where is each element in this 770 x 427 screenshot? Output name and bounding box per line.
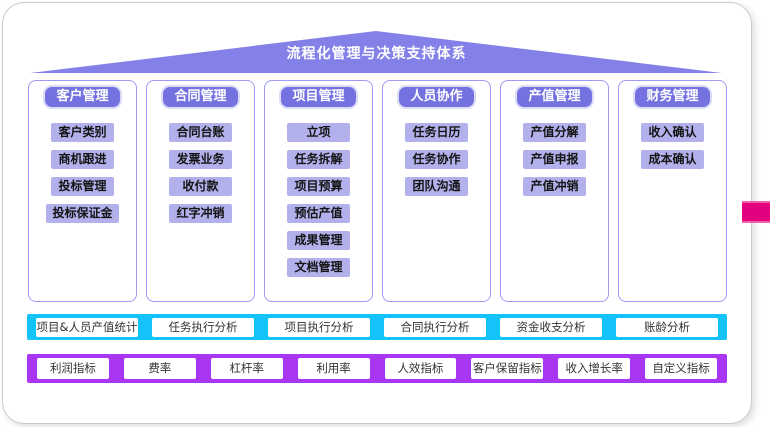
column-header-pill: 客户管理 — [45, 87, 120, 107]
indicator-item: 利润指标 — [37, 358, 109, 379]
diagram-title: 流程化管理与决策支持体系 — [286, 46, 467, 62]
module-column-3: 项目管理立项任务拆解项目预算预估产值成果管理文档管理 — [264, 80, 373, 302]
column-header-pill: 财务管理 — [635, 87, 710, 107]
module-item: 客户类别 — [51, 123, 114, 142]
analysis-item: 项目&人员产值统计 — [36, 317, 138, 337]
module-item: 成本确认 — [641, 150, 704, 169]
module-column-1: 客户管理客户类别商机跟进投标管理投标保证金 — [28, 80, 137, 302]
indicator-item: 利用率 — [297, 358, 370, 379]
indicator-item: 收入增长率 — [558, 358, 631, 379]
analysis-bar: 项目&人员产值统计任务执行分析项目执行分析合同执行分析资金收支分析账龄分析 — [27, 314, 727, 340]
module-item: 收付款 — [169, 177, 232, 196]
module-item: 预估产值 — [287, 204, 350, 223]
module-item: 立项 — [287, 123, 350, 142]
module-item: 收入确认 — [641, 123, 704, 142]
analysis-item: 合同执行分析 — [384, 317, 486, 337]
indicator-bar: 利润指标费率杠杆率利用率人效指标客户保留指标收入增长率自定义指标 — [27, 354, 727, 383]
module-column-4: 人员协作任务日历任务协作团队沟通 — [382, 80, 491, 302]
module-item: 产值申报 — [523, 150, 586, 169]
module-item: 任务日历 — [405, 123, 468, 142]
module-column-6: 财务管理收入确认成本确认 — [618, 80, 727, 302]
module-column-5: 产值管理产值分解产值申报产值冲销 — [500, 80, 609, 302]
indicator-item: 人效指标 — [384, 358, 457, 379]
module-item: 成果管理 — [287, 231, 350, 250]
column-header-pill: 项目管理 — [281, 87, 356, 107]
indicator-item: 客户保留指标 — [471, 358, 544, 379]
analysis-item: 项目执行分析 — [268, 317, 370, 337]
analysis-item: 账龄分析 — [616, 317, 718, 337]
module-item: 商机跟进 — [51, 150, 114, 169]
indicator-item: 杠杆率 — [210, 358, 283, 379]
column-header-pill: 产值管理 — [517, 87, 592, 107]
module-item: 红字冲销 — [169, 204, 232, 223]
analysis-item: 任务执行分析 — [152, 317, 254, 337]
module-item: 项目预算 — [287, 177, 350, 196]
column-header-pill: 人员协作 — [399, 87, 474, 107]
module-item: 任务拆解 — [287, 150, 350, 169]
module-item: 产值冲销 — [523, 177, 586, 196]
module-column-2: 合同管理合同台账发票业务收付款红字冲销 — [146, 80, 255, 302]
module-item: 任务协作 — [405, 150, 468, 169]
module-item: 投标保证金 — [46, 204, 119, 223]
analysis-item: 资金收支分析 — [500, 317, 602, 337]
module-item: 团队沟通 — [405, 177, 468, 196]
module-item: 文档管理 — [287, 258, 350, 277]
module-columns-row: 客户管理客户类别商机跟进投标管理投标保证金合同管理合同台账发票业务收付款红字冲销… — [28, 80, 727, 302]
column-header-pill: 合同管理 — [163, 87, 238, 107]
module-item: 产值分解 — [523, 123, 586, 142]
module-item: 合同台账 — [169, 123, 232, 142]
indicator-item: 自定义指标 — [645, 358, 717, 379]
module-item: 发票业务 — [169, 150, 232, 169]
indicator-item: 费率 — [123, 358, 196, 379]
pink-edge-tab — [742, 201, 770, 223]
module-item: 投标管理 — [51, 177, 114, 196]
